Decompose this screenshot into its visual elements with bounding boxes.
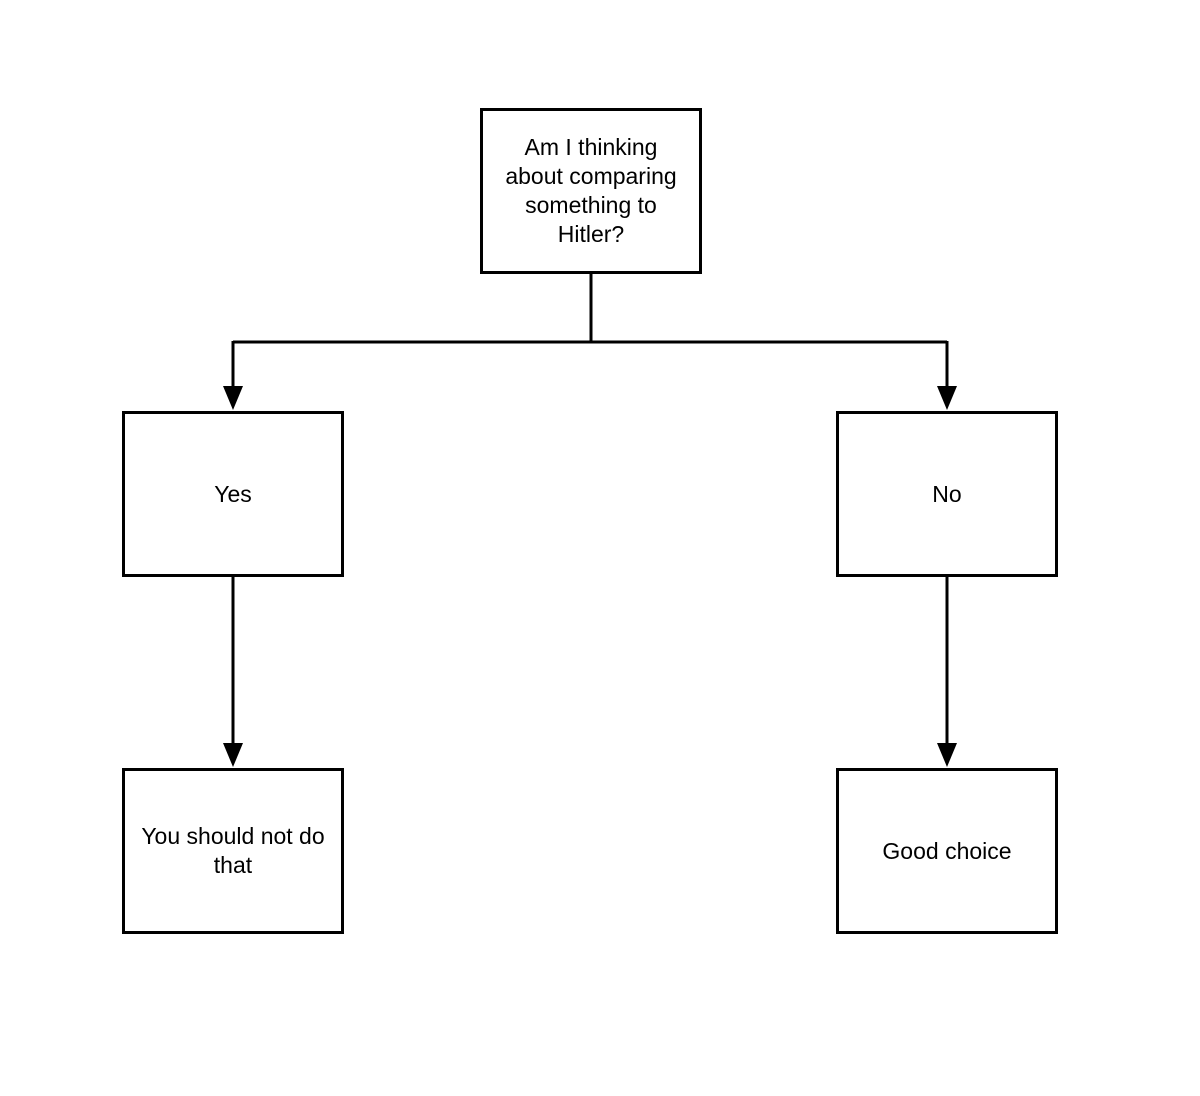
arrowhead-to-no-outcome — [937, 743, 957, 767]
node-root-question-label: Am I thinking about comparing something … — [505, 134, 677, 247]
node-root-question: Am I thinking about comparing something … — [480, 108, 702, 274]
node-no-outcome: Good choice — [836, 768, 1058, 934]
arrowhead-to-yes-outcome — [223, 743, 243, 767]
node-no-outcome-label: Good choice — [882, 837, 1012, 864]
node-yes-label: Yes — [214, 480, 252, 507]
node-yes-outcome-label: You should not do that — [141, 823, 325, 878]
node-no: No — [836, 411, 1058, 577]
node-yes-outcome: You should not do that — [122, 768, 344, 934]
node-no-label: No — [932, 480, 962, 507]
arrowhead-to-no — [937, 386, 957, 410]
arrowhead-to-yes — [223, 386, 243, 410]
node-yes: Yes — [122, 411, 344, 577]
